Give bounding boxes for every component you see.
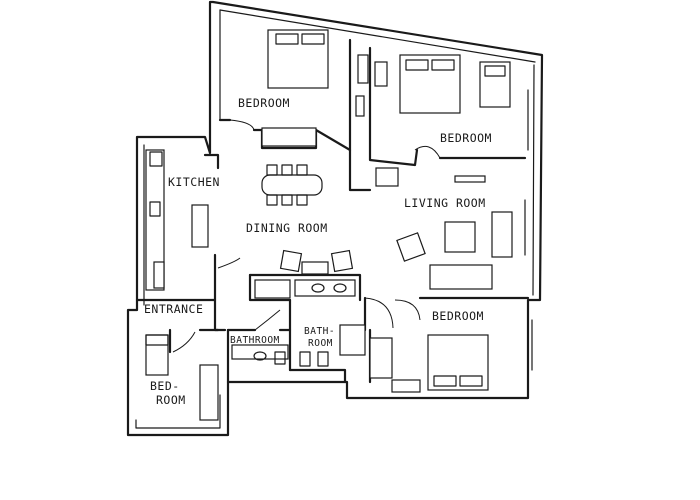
label-bathroom-right-2: ROOM <box>308 338 333 349</box>
label-bathroom-left: BATHROOM <box>230 335 280 346</box>
kitchen-counter <box>145 149 165 291</box>
furniture <box>145 29 513 421</box>
outer-walls <box>126 0 544 437</box>
label-bedroom-top-left: BEDROOM <box>238 96 290 110</box>
label-bedroom-small-1: BED- <box>150 379 180 393</box>
label-living-room: LIVING ROOM <box>404 196 486 210</box>
label-kitchen: KITCHEN <box>168 175 220 189</box>
label-bedroom-bottom-right: BEDROOM <box>432 309 484 323</box>
door-swings <box>172 119 441 353</box>
sofa-side <box>491 211 513 258</box>
sofa <box>429 264 493 290</box>
bed-top-right <box>399 54 461 114</box>
tv-unit <box>454 175 486 183</box>
room-labels: BEDROOM BEDROOM KITCHEN DINING ROOM LIVI… <box>144 96 492 407</box>
bed-bottom-right <box>427 334 489 391</box>
coffee-table <box>444 221 476 253</box>
dining-table <box>261 174 323 196</box>
interior-walls <box>135 38 530 384</box>
armchair <box>279 249 303 273</box>
single-bed-small <box>145 334 169 376</box>
armchair <box>396 232 426 262</box>
label-dining-room: DINING ROOM <box>246 221 328 235</box>
armchair <box>330 249 354 273</box>
label-bedroom-small-2: ROOM <box>156 393 186 407</box>
label-bedroom-top-right: BEDROOM <box>440 131 492 145</box>
label-bathroom-right-1: BATH- <box>304 326 335 337</box>
nightstand-top-left <box>357 54 369 84</box>
bed-top-left <box>267 29 329 89</box>
label-entrance: ENTRANCE <box>144 302 203 316</box>
windows <box>524 89 533 371</box>
